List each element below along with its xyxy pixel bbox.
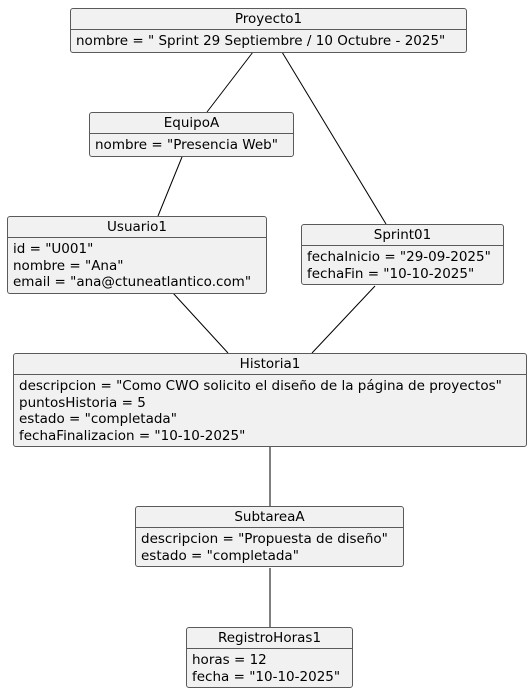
attribute: fechaFin = "10-10-2025"	[307, 265, 475, 282]
attribute: email = "ana@ctuneatlantico.com"	[13, 274, 252, 290]
attribute: puntosHistoria = 5	[19, 394, 146, 411]
object-proyecto1: Proyecto1 nombre = " Sprint 29 Septiembr…	[70, 8, 467, 53]
attribute: fecha = "10-10-2025"	[192, 668, 341, 685]
attribute: estado = "completada"	[19, 411, 177, 427]
object-equipoa: EquipoA nombre = "Presencia Web"	[89, 112, 294, 157]
attribute: id = "U001"	[13, 241, 94, 257]
object-title: RegistroHoras1	[187, 628, 352, 649]
object-title: Sprint01	[302, 225, 503, 246]
attribute: fechaFinalizacion = "10-10-2025"	[19, 427, 246, 444]
object-title: Usuario1	[8, 217, 266, 238]
link-usuario-historia	[172, 292, 229, 354]
object-attributes: horas = 12 fecha = "10-10-2025"	[187, 649, 352, 687]
object-title: SubtareaA	[136, 507, 403, 528]
attribute: horas = 12	[192, 652, 267, 668]
object-attributes: descripcion = "Propuesta de diseño" esta…	[136, 528, 403, 566]
object-title: Historia1	[14, 354, 526, 375]
object-attributes: id = "U001" nombre = "Ana" email = "ana@…	[8, 238, 266, 293]
link-equipo-usuario	[157, 156, 183, 217]
object-registrohoras1: RegistroHoras1 horas = 12 fecha = "10-10…	[186, 627, 353, 688]
link-proyecto-equipo	[206, 51, 254, 113]
object-sprint01: Sprint01 fechaInicio = "29-09-2025" fech…	[301, 224, 504, 285]
attribute: descripcion = "Propuesta de diseño"	[141, 531, 388, 547]
attribute: nombre = "Presencia Web"	[95, 137, 278, 153]
object-usuario1: Usuario1 id = "U001" nombre = "Ana" emai…	[7, 216, 267, 294]
object-attributes: nombre = "Presencia Web"	[90, 134, 293, 156]
attribute: descripcion = "Como CWO solicito el dise…	[19, 378, 502, 394]
attribute: nombre = "Ana"	[13, 257, 124, 274]
object-attributes: nombre = " Sprint 29 Septiembre / 10 Oct…	[71, 30, 466, 52]
attribute: fechaInicio = "29-09-2025"	[307, 249, 491, 265]
object-attributes: fechaInicio = "29-09-2025" fechaFin = "1…	[302, 246, 503, 284]
object-attributes: descripcion = "Como CWO solicito el dise…	[14, 375, 526, 446]
object-title: EquipoA	[90, 113, 293, 134]
link-sprint-historia	[311, 285, 376, 354]
attribute: estado = "completada"	[141, 547, 299, 564]
object-subtareaa: SubtareaA descripcion = "Propuesta de di…	[135, 506, 404, 567]
link-proyecto-sprint	[281, 51, 387, 225]
object-historia1: Historia1 descripcion = "Como CWO solici…	[13, 353, 527, 447]
attribute: nombre = " Sprint 29 Septiembre / 10 Oct…	[76, 33, 446, 49]
object-title: Proyecto1	[71, 9, 466, 30]
